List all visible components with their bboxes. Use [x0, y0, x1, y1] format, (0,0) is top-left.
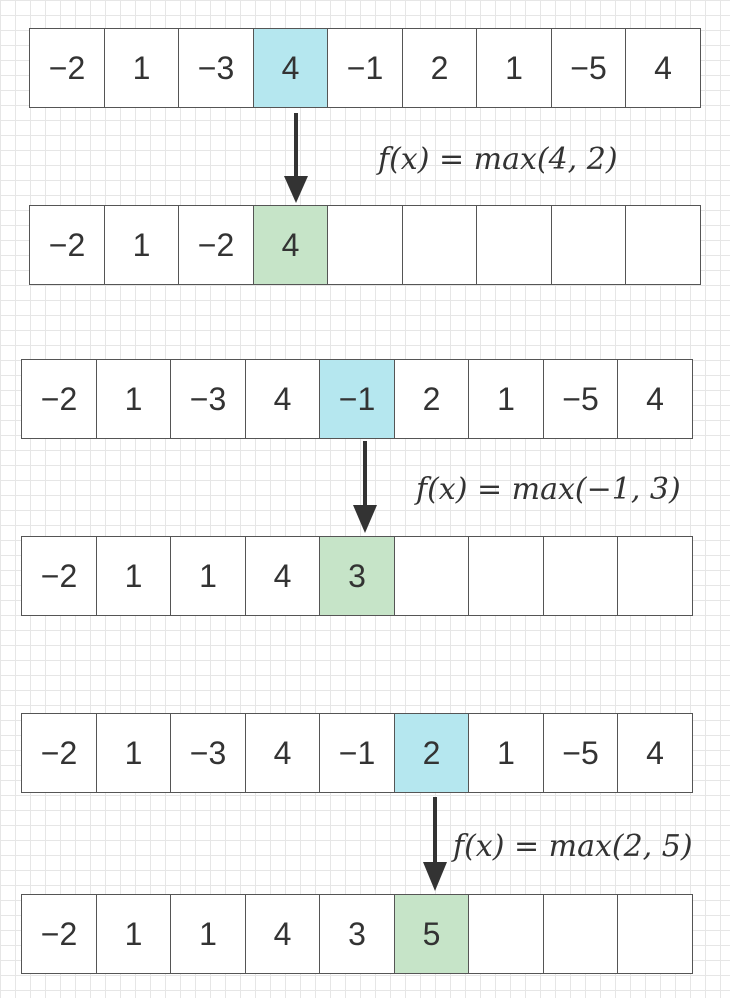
array-cell: 4 — [617, 713, 693, 793]
array-cell: −5 — [542, 359, 619, 439]
array-cell: 1 — [95, 359, 172, 439]
array-cell: 4 — [244, 359, 321, 439]
array-cell — [476, 205, 552, 285]
formula-step-3: f(x) = max(2, 5) — [453, 829, 693, 864]
array-cell: −3 — [170, 359, 246, 439]
array-cell: −5 — [542, 713, 619, 793]
array-cell: −1 — [319, 713, 395, 793]
array-cell: 3 — [319, 894, 395, 974]
array-cell: −2 — [29, 205, 105, 285]
array-cell: 1 — [170, 536, 246, 616]
highlighted-output-cell: 3 — [319, 536, 395, 616]
array-cell: 4 — [617, 359, 693, 439]
array-cell — [327, 205, 403, 285]
array-cell — [550, 205, 627, 285]
highlighted-input-cell: −1 — [319, 359, 395, 439]
array-cell: −2 — [21, 894, 97, 974]
array-cell — [393, 536, 470, 616]
highlighted-output-cell: 5 — [393, 894, 470, 974]
array-cell: 1 — [468, 359, 544, 439]
output-array-step-3: −2 1 1 4 3 5 — [21, 894, 693, 974]
array-cell: −2 — [178, 205, 254, 285]
array-cell — [625, 205, 701, 285]
formula-step-1: f(x) = max(4, 2) — [378, 142, 618, 177]
array-cell: −2 — [21, 713, 97, 793]
array-cell: 2 — [401, 28, 478, 108]
array-cell: −3 — [170, 713, 246, 793]
down-arrow-icon — [423, 797, 447, 891]
down-arrow-icon — [284, 113, 308, 203]
array-cell: 4 — [244, 536, 321, 616]
highlighted-output-cell: 4 — [252, 205, 329, 285]
array-cell — [468, 894, 544, 974]
array-cell: 1 — [95, 713, 172, 793]
array-cell: 1 — [170, 894, 246, 974]
array-cell: 1 — [95, 894, 172, 974]
array-cell: −3 — [178, 28, 254, 108]
array-cell: 2 — [393, 359, 470, 439]
array-cell: 4 — [244, 894, 321, 974]
input-array-step-3: −2 1 −3 4 −1 2 1 −5 4 — [21, 713, 693, 793]
array-cell: 1 — [103, 205, 180, 285]
formula-step-2: f(x) = max(−1, 3) — [416, 472, 681, 507]
down-arrow-icon — [353, 441, 377, 533]
array-cell: −2 — [21, 359, 97, 439]
array-cell: 1 — [103, 28, 180, 108]
array-cell: −1 — [327, 28, 403, 108]
array-cell: −5 — [550, 28, 627, 108]
output-array-step-2: −2 1 1 4 3 — [21, 536, 693, 616]
array-cell: 1 — [468, 713, 544, 793]
array-cell — [617, 894, 693, 974]
array-cell — [468, 536, 544, 616]
array-cell: −2 — [21, 536, 97, 616]
array-cell — [542, 894, 619, 974]
array-cell — [542, 536, 619, 616]
array-cell: −2 — [29, 28, 105, 108]
array-cell: 4 — [625, 28, 701, 108]
output-array-step-1: −2 1 −2 4 — [29, 205, 701, 285]
input-array-step-2: −2 1 −3 4 −1 2 1 −5 4 — [21, 359, 693, 439]
array-cell — [617, 536, 693, 616]
array-cell — [401, 205, 478, 285]
highlighted-input-cell: 4 — [252, 28, 329, 108]
array-cell: 1 — [95, 536, 172, 616]
array-cell: 1 — [476, 28, 552, 108]
array-cell: 4 — [244, 713, 321, 793]
highlighted-input-cell: 2 — [393, 713, 470, 793]
input-array-step-1: −2 1 −3 4 −1 2 1 −5 4 — [29, 28, 701, 108]
